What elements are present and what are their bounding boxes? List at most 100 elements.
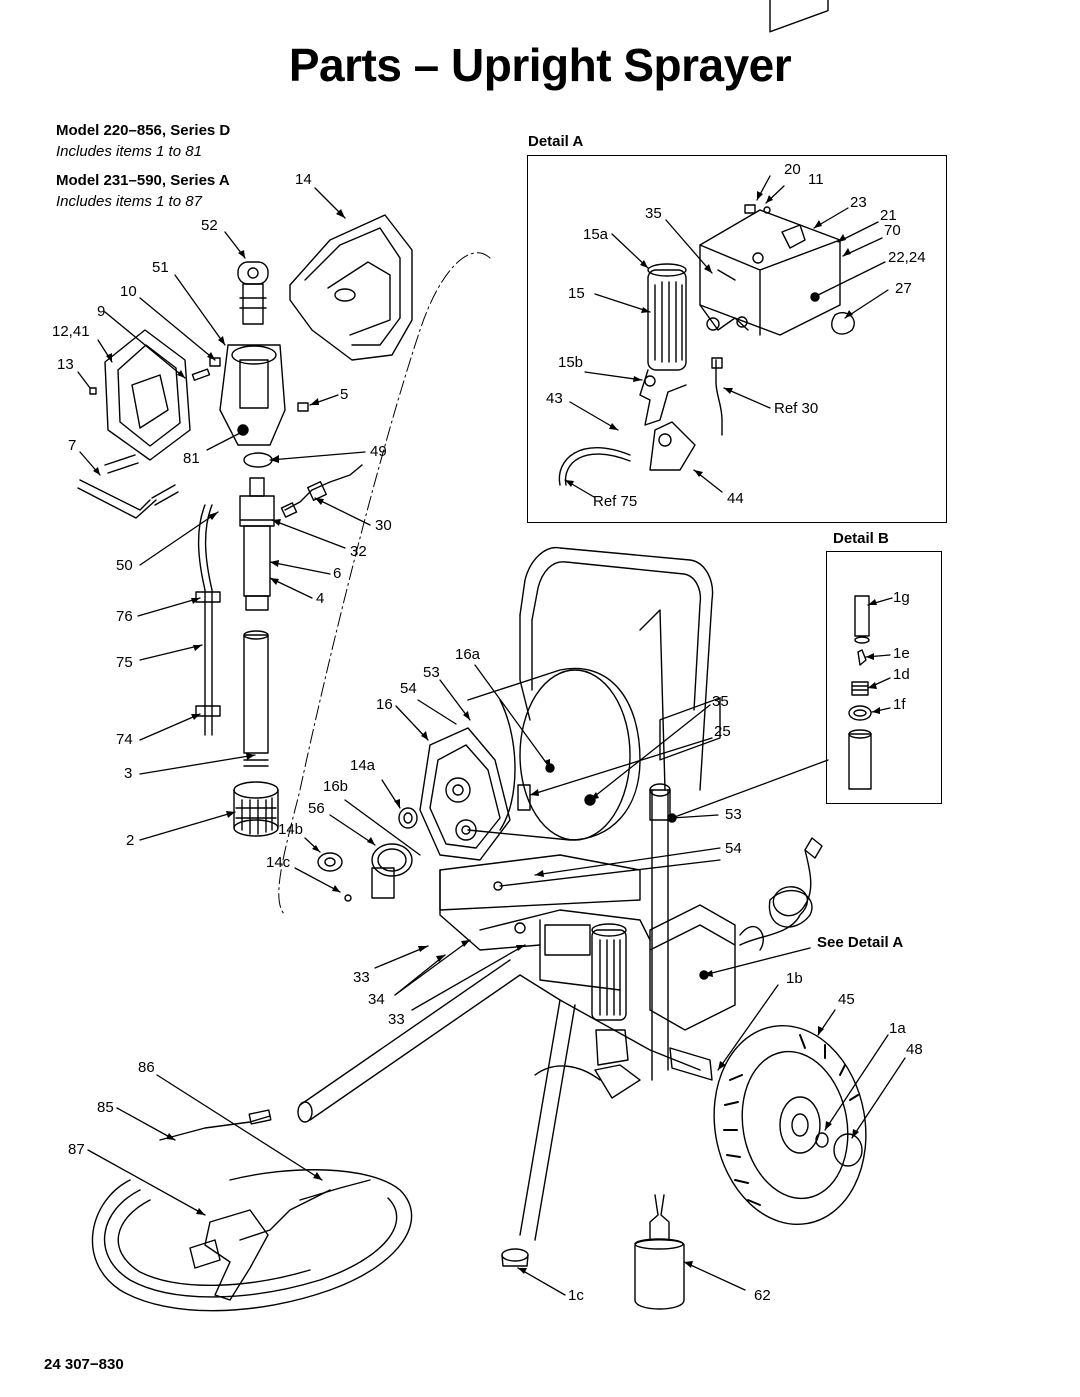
callout-49: 49 [370, 443, 387, 460]
connecting-rod-part [237, 261, 269, 325]
callout-86: 86 [138, 1059, 155, 1076]
detail-a-callout-20: 20 [784, 161, 801, 178]
callout-51: 51 [152, 259, 169, 276]
callout-35-main: 35 [712, 693, 729, 710]
callout-50: 50 [116, 557, 133, 574]
callout-4: 4 [316, 590, 325, 607]
callout-54-lower: 54 [725, 840, 742, 857]
callout-16a: 16a [455, 646, 481, 663]
model-2-includes: Includes items 1 to 87 [56, 193, 202, 210]
detail-b-drawing [848, 595, 872, 790]
detail-a-callout-35: 35 [645, 205, 662, 222]
oil-bottle-part [634, 1194, 685, 1310]
pump-housing-part [219, 344, 286, 446]
callout-7: 7 [68, 437, 77, 454]
callout-1b: 1b [786, 970, 803, 987]
callout-14: 14 [295, 171, 312, 188]
callout-6: 6 [333, 565, 342, 582]
wheel-part [713, 1024, 867, 1226]
detail-a-callout-43: 43 [546, 390, 563, 407]
callout-87: 87 [68, 1141, 85, 1158]
model-1-includes: Includes items 1 to 81 [56, 143, 202, 160]
callout-1c: 1c [568, 1287, 584, 1304]
detail-b-callout-1g: 1g [893, 589, 910, 606]
detail-b-callout-1e: 1e [893, 645, 910, 662]
detail-a-title: Detail A [528, 133, 584, 150]
hex-wrench-part [77, 454, 179, 519]
model-2-name: Model 231–590, Series A [56, 172, 230, 189]
callout-75: 75 [116, 654, 133, 671]
callout-10: 10 [120, 283, 137, 300]
cart-frame-part [297, 546, 764, 1267]
callout-33-lower: 33 [388, 1011, 405, 1028]
callout-9: 9 [97, 303, 106, 320]
detail-a-drawing [558, 0, 855, 486]
power-cord-part [739, 837, 823, 946]
model-1-name: Model 220–856, Series D [56, 122, 231, 139]
small-screws [89, 357, 309, 412]
callout-1a: 1a [889, 1020, 906, 1037]
callout-32: 32 [350, 543, 367, 560]
leader-lines [77, 175, 906, 1296]
callout-34: 34 [368, 991, 385, 1008]
drain-tube-part [195, 504, 221, 736]
callout-30: 30 [375, 517, 392, 534]
callout-33-upper: 33 [353, 969, 370, 986]
detail-b-box [826, 551, 942, 804]
callout-14a: 14a [350, 757, 376, 774]
detail-a-callout-ref-30: Ref 30 [774, 400, 819, 417]
arrowheads [93, 191, 880, 1274]
detail-b-callout-1f: 1f [893, 696, 906, 713]
detail-a-callout-15b: 15b [558, 354, 584, 371]
strainer-part [233, 781, 279, 837]
callout-76: 76 [116, 608, 133, 625]
callout-85: 85 [97, 1099, 114, 1116]
front-cover-part [104, 329, 191, 461]
detail-a-box [527, 155, 947, 523]
callout-52: 52 [201, 217, 218, 234]
page-footer: 24 307−830 [44, 1356, 124, 1373]
callout-3: 3 [124, 765, 133, 782]
detail-a-callout-ref-75: Ref 75 [593, 493, 638, 510]
callout-53-upper: 53 [423, 664, 440, 681]
see-detail-a-label: See Detail A [817, 934, 904, 951]
callout-48: 48 [906, 1041, 923, 1058]
detail-a-callout-23: 23 [850, 194, 867, 211]
callout-13: 13 [57, 356, 74, 373]
suction-tube-part [243, 630, 269, 767]
detail-a-callout-15a: 15a [583, 226, 609, 243]
displacement-pump-part [239, 477, 275, 611]
detail-a-callout-27: 27 [895, 280, 912, 297]
callout-53-lower: 53 [725, 806, 742, 823]
callout-16b: 16b [323, 778, 349, 795]
detail-a-callout-70: 70 [884, 222, 901, 239]
detail-a-callout-11: 11 [808, 171, 824, 188]
detail-a-callout-21: 21 [880, 207, 897, 224]
detail-b-callout-1d: 1d [893, 666, 910, 683]
callout-12-41: 12,41 [52, 323, 90, 340]
callout-62: 62 [754, 1287, 771, 1304]
detail-a-callout-22-24: 22,24 [888, 249, 926, 266]
detail-a-callout-15: 15 [568, 285, 585, 302]
callout-2: 2 [126, 832, 135, 849]
detail-b-title: Detail B [833, 530, 889, 547]
assembly-boundary-line [278, 252, 491, 916]
detail-a-callout-44: 44 [727, 490, 744, 507]
callout-74: 74 [116, 731, 133, 748]
callout-81: 81 [183, 450, 200, 467]
page-title: Parts – Upright Sprayer [288, 39, 792, 91]
callout-56: 56 [308, 800, 325, 817]
hose-gun-part [91, 1109, 413, 1312]
motor-part [467, 667, 641, 841]
callout-16: 16 [376, 696, 393, 713]
cover-part [289, 214, 413, 361]
callout-45: 45 [838, 991, 855, 1008]
callout-5: 5 [340, 386, 349, 403]
hose-fitting-part [280, 464, 363, 518]
callout-14c: 14c [266, 854, 291, 871]
gear-part [317, 807, 418, 902]
callout-14b: 14b [278, 821, 304, 838]
callout-54-upper: 54 [400, 680, 417, 697]
